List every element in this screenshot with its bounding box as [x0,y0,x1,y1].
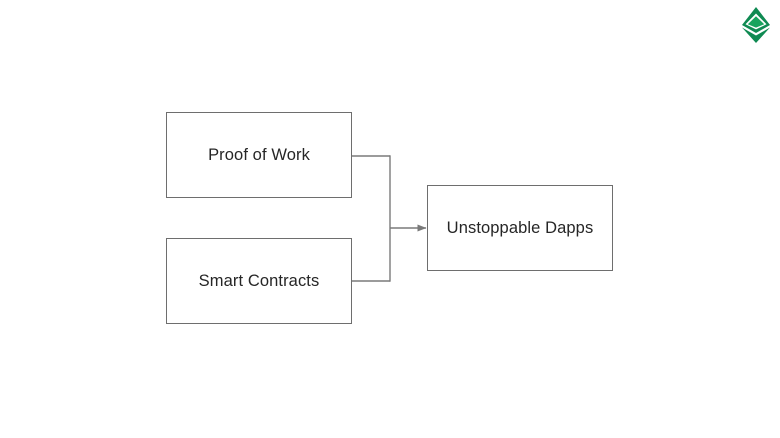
node-proof-of-work-label: Proof of Work [208,145,310,164]
node-unstoppable-dapps-label: Unstoppable Dapps [446,218,594,237]
node-smart-contracts-label: Smart Contracts [198,271,320,290]
ethereum-classic-logo [740,6,772,44]
ethereum-classic-logo-icon [742,7,770,43]
node-proof-of-work[interactable]: Proof of Work [166,112,352,198]
node-smart-contracts[interactable]: Smart Contracts [166,238,352,324]
node-unstoppable-dapps[interactable]: Unstoppable Dapps [427,185,613,271]
